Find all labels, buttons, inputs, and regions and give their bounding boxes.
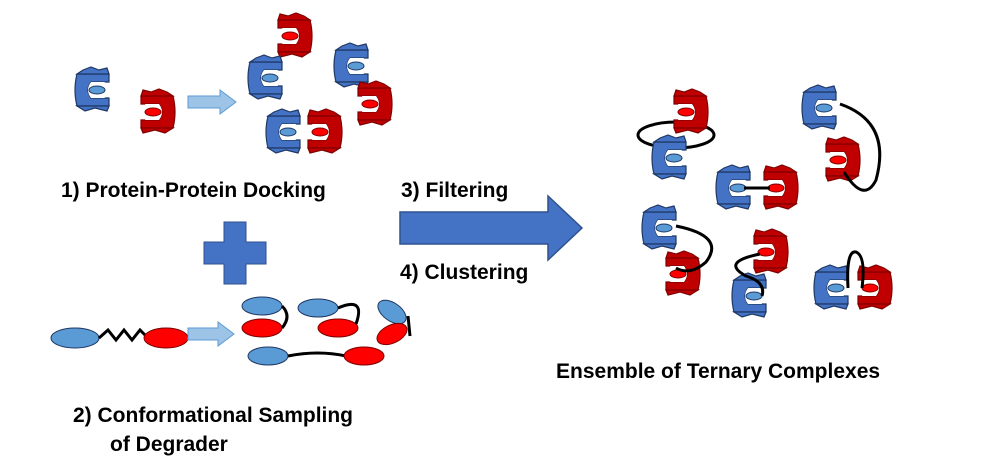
protein-pocket-icon <box>825 136 861 182</box>
protein-pocket-icon <box>247 54 283 100</box>
protein-pocket-icon <box>641 204 677 250</box>
arrow-right-icon <box>187 89 237 115</box>
protein-pocket-icon <box>277 12 313 58</box>
degrader-input <box>50 327 189 349</box>
protein-pocket-icon <box>333 42 369 88</box>
linker-icon <box>98 327 150 343</box>
protein-pocket-icon <box>753 228 789 274</box>
plus-icon <box>203 221 267 285</box>
docked-poses <box>247 12 393 154</box>
protein-pocket-icon <box>801 84 837 130</box>
protein-pocket-icon <box>74 66 110 112</box>
protein-pocket-icon <box>651 134 687 180</box>
protein-pocket-icon <box>265 108 301 154</box>
protein-pocket-icon <box>357 80 393 126</box>
step1-label: 1) Protein-Protein Docking <box>61 179 326 202</box>
docking-input-proteins <box>74 66 176 134</box>
protein-pocket-icon <box>307 108 343 154</box>
step4-label: 4) Clustering <box>400 261 529 284</box>
protein-pocket-icon <box>673 88 709 134</box>
protein-pocket-icon <box>813 264 849 310</box>
protein-pocket-icon <box>140 88 176 134</box>
arrow-right-icon <box>187 321 235 347</box>
degrader-conformers <box>241 296 412 366</box>
ternary-complex-ensemble <box>636 84 893 318</box>
step2-label-line2: of Degrader <box>110 433 228 456</box>
step2-label-line1: 2) Conformational Sampling <box>73 404 354 427</box>
result-label: Ensemble of Ternary Complexes <box>556 360 881 383</box>
step3-label: 3) Filtering <box>401 179 509 202</box>
protein-pocket-icon <box>665 250 701 296</box>
arrow-right-icon <box>399 194 584 262</box>
